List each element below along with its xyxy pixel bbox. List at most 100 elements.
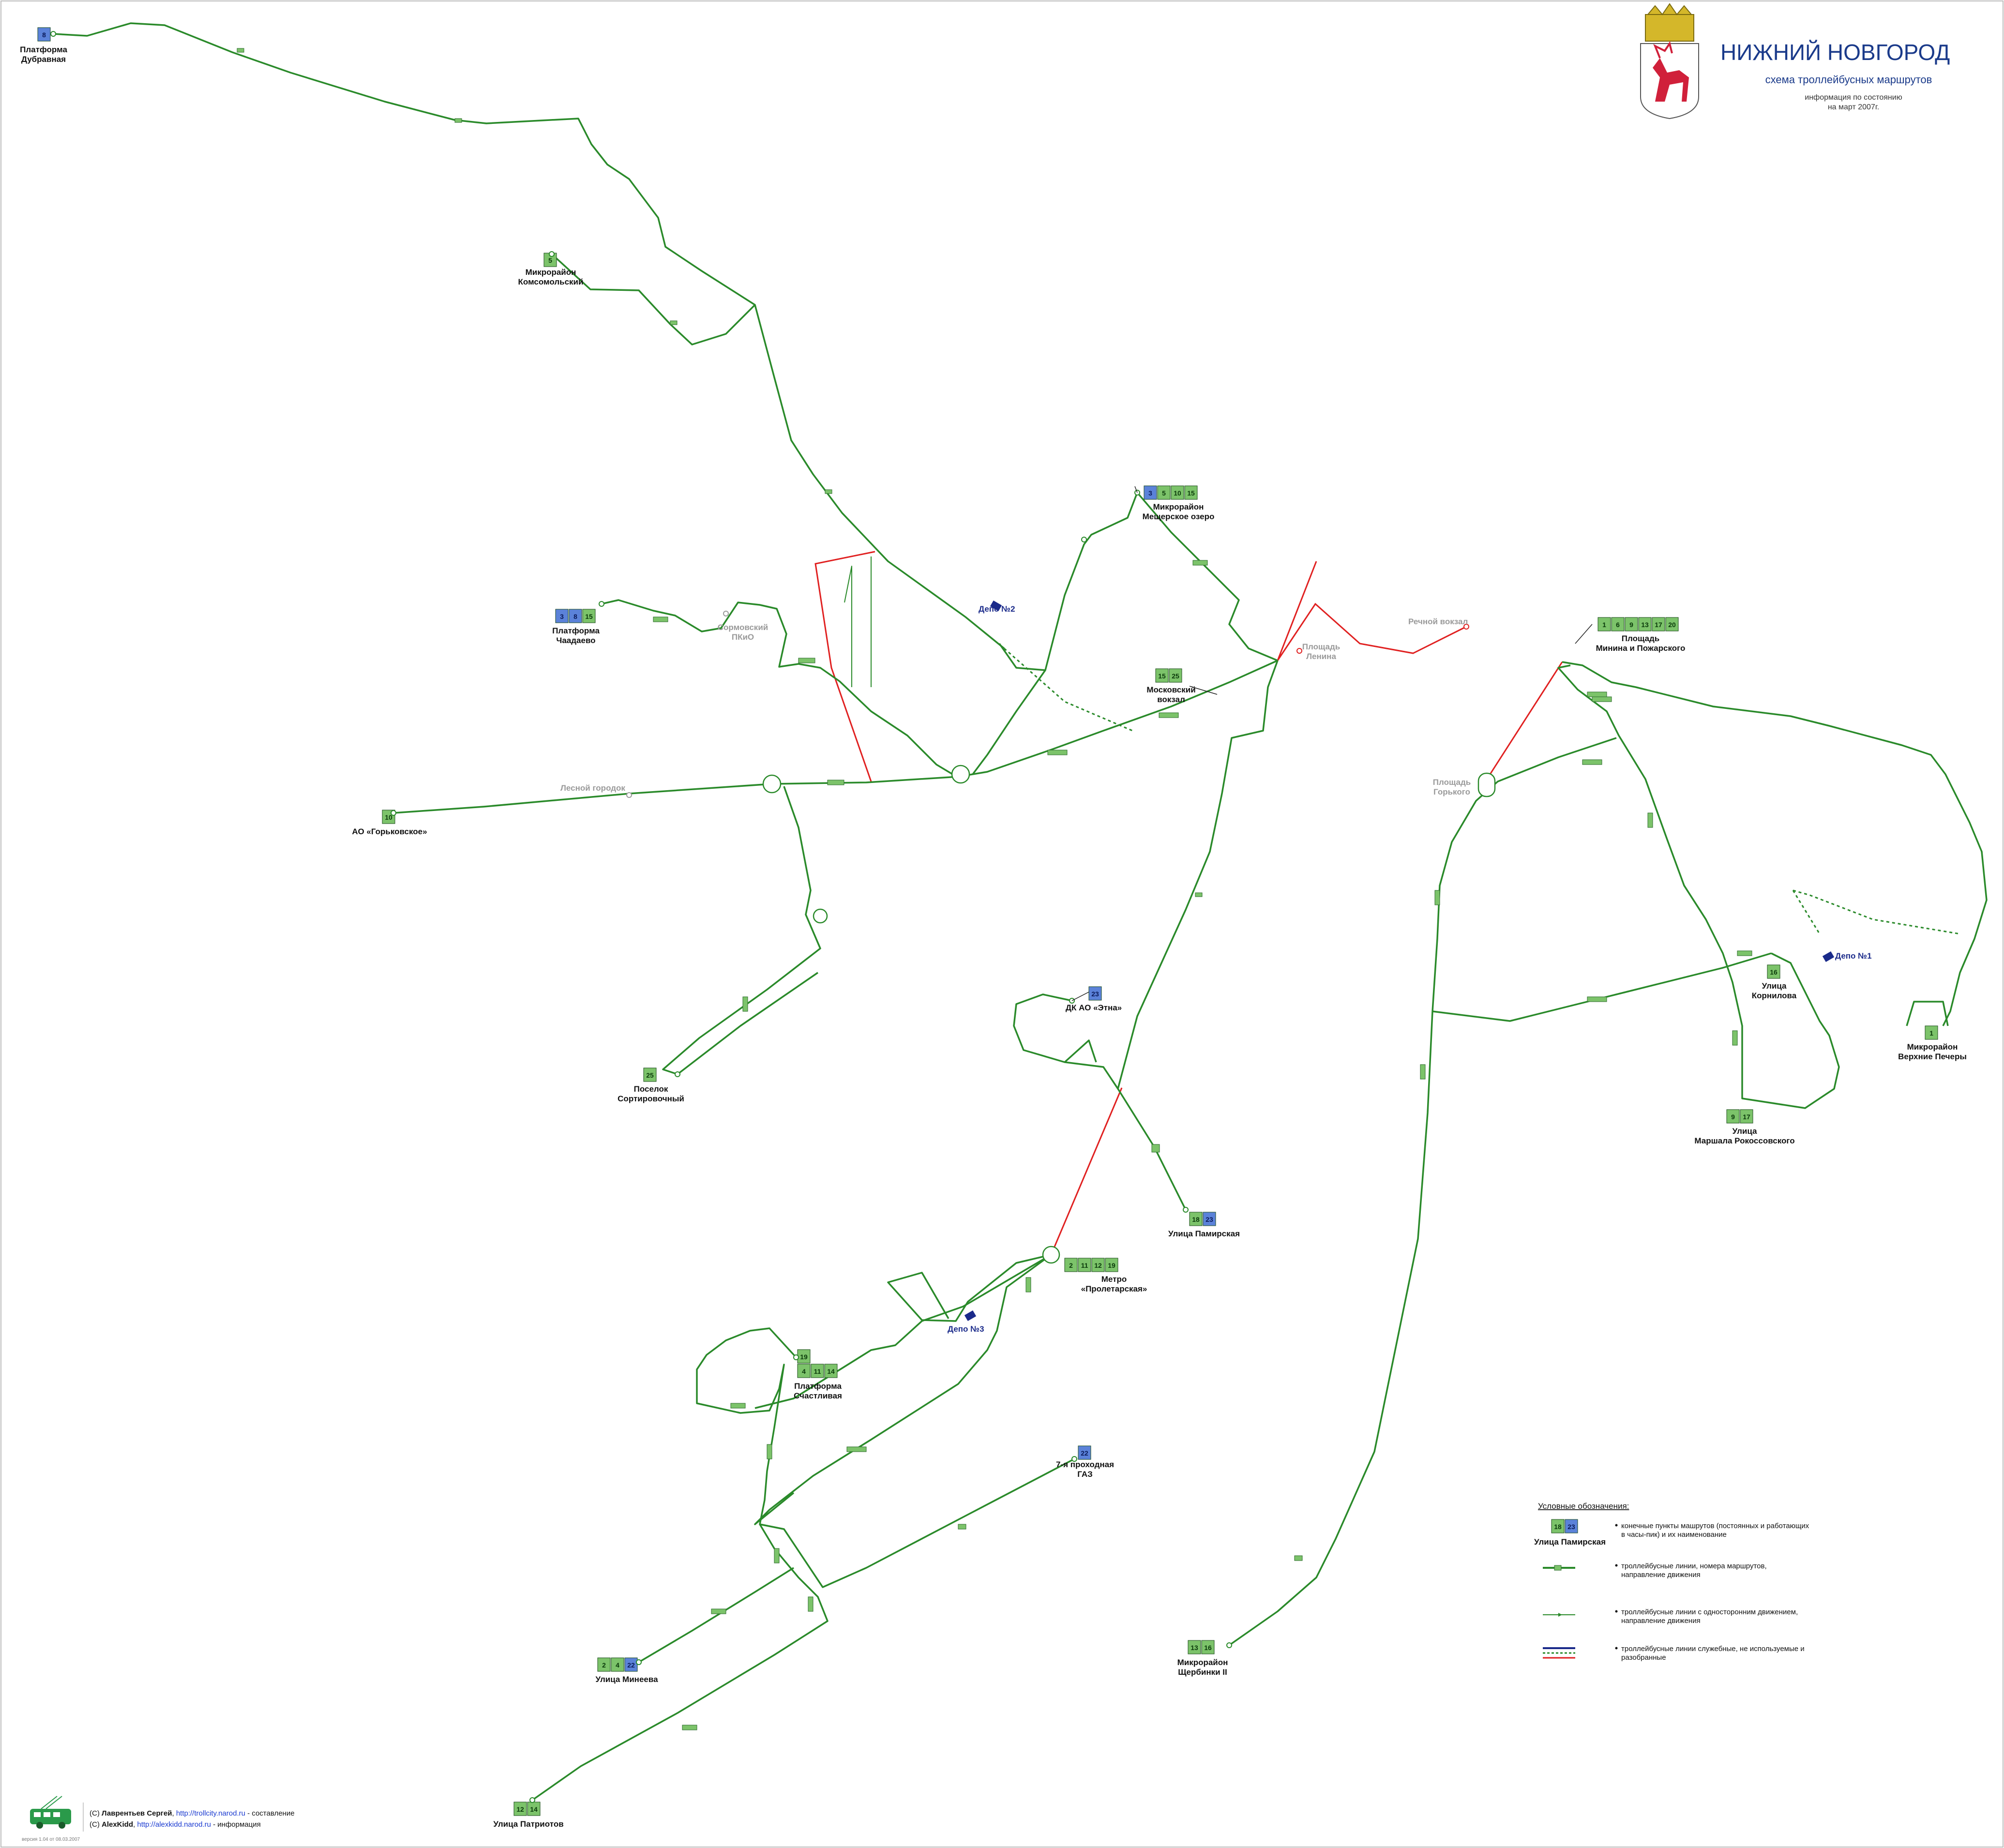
depot-3[interactable]: Депо №3 [948,1310,984,1334]
terminal-name-line2: ГАЗ [1077,1470,1093,1479]
leader-lines [1071,486,1593,1001]
terminal-dk-etna-route-box [1088,986,1102,1001]
terminal-moskovsky-vokzal-route-number: 15 [1158,672,1166,680]
terminal-ul-rokossovskogo-route-box [1726,1109,1740,1124]
terminal-moskovsky-vokzal-route-box [1155,668,1169,683]
terminal-pl-minina-route-box [1665,617,1679,631]
terminal-ul-patriotov-route-box [513,1802,527,1816]
depot-2[interactable]: Депо №2 [979,600,1015,614]
terminal-ul-rokossovskogo-route-number: 17 [1743,1113,1750,1121]
info-line2: на март 2007г. [1828,103,1879,111]
terminal-moskovsky-vokzal-route-number: 25 [1172,672,1179,680]
terminal-ul-mineeva-route-box [611,1657,624,1672]
unused-lines [814,551,1563,1255]
terminal-mkr-meshcherskoe-route-box [1157,485,1171,500]
terminal-name-line1: Улица [1762,981,1787,991]
depot-1[interactable]: Депо №1 [1822,951,1872,962]
terminal-metro-proletarskaya-route-box [1091,1258,1105,1272]
credit-link2[interactable]: http://alexkidd.narod.ru [137,1820,211,1829]
credit-link1[interactable]: http://trollcity.narod.ru [176,1809,245,1818]
terminal-stops [50,31,1232,1803]
terminal-name-line1: Платформа [20,45,67,54]
terminal-name-line2: Верхние Печеры [1898,1052,1967,1061]
terminal-metro-proletarskaya-route-box [1105,1258,1118,1272]
terminal-pl-minina-route-box [1597,617,1611,631]
terminal-mkr-meshcherskoe-route-box [1184,485,1198,500]
depot-icon [964,1310,977,1322]
terminal-name-line2: Счастливая [794,1391,842,1400]
terminal-poselok-sortirovochny-route-number: 25 [646,1071,654,1079]
terminal-name-line2: Мещерское озеро [1143,512,1215,521]
line-chaadaevo [601,599,961,780]
terminal-platforma-chaadaevo-route-number: 3 [560,613,564,620]
terminal-mkr-meshcherskoe-route-box [1171,485,1184,500]
terminal-platforma-dubravnaya-route-number: 8 [42,31,46,39]
terminal-platforma-schastlivaya-extra-route-box [797,1349,811,1364]
terminal-name-line2: Маршала Рокоссовского [1694,1136,1794,1145]
terminal-ul-pamirskaya-route-box [1203,1212,1216,1226]
line-dubravnaya [53,22,1005,649]
terminal-ul-kornilova-route-box [1767,964,1780,979]
terminal-platforma-chaadaevo-route-box [569,609,582,623]
terminal-mkr-verkhnie-pechery-route-number: 1 [1929,1029,1933,1037]
unused-line-gorkogo [1481,661,1563,787]
terminal-ao-gorkovskoe-route-box [382,810,395,824]
terminal-mkr-meshcherskoe-route-number: 3 [1148,489,1152,497]
terminal-mkr-shcherbinki-route-number: 16 [1204,1644,1212,1652]
legend-sample-name: Улица Памирская [1534,1537,1606,1547]
terminal-metro-proletarskaya-route-number: 19 [1108,1262,1115,1269]
terminal-metro-proletarskaya-route-box [1064,1258,1078,1272]
legend-item4-line2: разобранные [1621,1653,1666,1662]
trolleybus-icon [30,1796,71,1829]
terminal-ul-mineeva-route-number: 2 [602,1661,606,1669]
terminal-pl-minina-route-number: 13 [1641,621,1649,629]
terminal-name-line2: Чаадаево [556,636,595,645]
depot-icon [1822,951,1835,962]
terminal-mkr-shcherbinki-route-number: 13 [1190,1644,1198,1652]
place-gorkogo-line1: Площадь [1433,778,1471,787]
legend-title: Условные обозначения: [1538,1502,1629,1511]
terminal-ul-rokossovskogo-route-number: 9 [1731,1113,1735,1121]
terminal-platforma-schastlivaya-route-number: 14 [827,1367,835,1375]
terminal-name-line1: Микрорайон [1153,502,1204,511]
terminal-pl-minina-route-box [1625,617,1638,631]
legend-sample-route-box [1565,1519,1578,1533]
depot-1-label: Депо №1 [1835,951,1872,961]
terminal-poselok-sortirovochny-route-box [643,1067,657,1082]
unused-line-river [1277,561,1467,661]
terminal-metro-proletarskaya-route-number: 2 [1069,1262,1073,1269]
line-kornilova [1432,952,1772,1022]
legend-item1-line1: конечные пункты машрутов (постоянных и р… [1621,1522,1809,1530]
terminal-platforma-chaadaevo-route-box [555,609,569,623]
place-rechnoy: Речной вокзал [1408,617,1468,626]
legend-item3-line2: направление движения [1621,1617,1701,1625]
terminal-pl-minina-route-number: 6 [1616,621,1620,629]
place-sormovsky-line2: ПКиО [732,632,754,642]
terminal-ul-patriotov-route-number: 14 [530,1805,538,1813]
terminal-name-line1: Платформа [552,626,600,635]
map-subtitle: схема троллейбусных маршрутов [1765,74,1932,86]
line-verkhnie-pechery-loop [1906,1001,1949,1026]
terminal-mkr-meshcherskoe-route-box [1144,485,1157,500]
legend-item1-line2: в часы-пик) и их наименование [1621,1531,1727,1539]
terminal-name-line1: Платформа [794,1382,842,1391]
